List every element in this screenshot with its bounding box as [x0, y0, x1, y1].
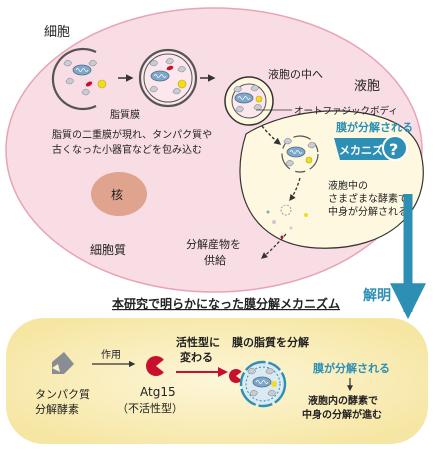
nucleus-label: 核 — [111, 188, 123, 202]
nucleus — [91, 172, 147, 216]
degradation-debris — [266, 204, 308, 239]
degrade-lipid-label: 膜の脂質を分解 — [232, 335, 309, 349]
cytoplasm-label: 細胞質 — [90, 242, 126, 257]
inactive-label: （不活性型） — [117, 401, 183, 415]
lipid-membrane-label: 脂質膜 — [110, 108, 140, 121]
engulf-text-2: 古くなった小器官などを包み込む — [52, 143, 202, 156]
autophagic-body-label: オートファジックボディ — [294, 105, 398, 117]
fusion-stage — [224, 76, 274, 126]
question-icon — [382, 135, 408, 161]
enzymes-text-2: さまざまな酵素で — [328, 192, 408, 205]
becomes-active-text-2: 変わる — [180, 350, 213, 364]
protease-icon — [52, 352, 74, 374]
vacuole-enzymes-text-1: 液胞内の酵素で — [308, 394, 378, 407]
autophagic-body-degrading — [281, 135, 319, 173]
vacuole-label: 液胞 — [354, 79, 380, 94]
atg15-label: Atg15 — [140, 385, 176, 399]
elucidation-label: 解明 — [363, 287, 391, 304]
cell-label: 細胞 — [44, 25, 70, 40]
membrane-degraded-2-label: 膜が分解される — [313, 361, 390, 375]
mechanism-label: メカニズム — [339, 143, 394, 157]
protease-text-2: 分解酵素 — [35, 402, 79, 416]
vacuole-enzymes-text-2: 中身の分解が進む — [302, 408, 382, 421]
becomes-active-text-1: 活性型に — [176, 335, 220, 349]
enzymes-text-1: 液胞中の — [328, 179, 368, 192]
into-vacuole-label: 液胞の中へ — [268, 67, 323, 81]
study-title: 本研究で明らかになった膜分解メカニズム — [112, 296, 340, 311]
products-text-1: 分解産物を — [186, 237, 241, 251]
engulf-text-1: 脂質の二重膜が現れ、タンパク質や — [52, 128, 212, 141]
action-label: 作用 — [101, 349, 121, 361]
bottom-panel — [6, 318, 428, 444]
question-mark: ? — [389, 140, 398, 159]
autophagosome-stage — [138, 48, 198, 108]
atg15-inactive-icon — [146, 356, 166, 376]
membrane-degraded-label: 膜が分解される — [336, 120, 413, 134]
degrading-vesicle — [239, 360, 287, 408]
enzymes-text-3: 中身が分解される — [328, 205, 408, 218]
phagophore-stage — [51, 47, 107, 111]
protease-text-1: タンパク質 — [35, 387, 90, 401]
products-text-2: 供給 — [204, 253, 226, 267]
